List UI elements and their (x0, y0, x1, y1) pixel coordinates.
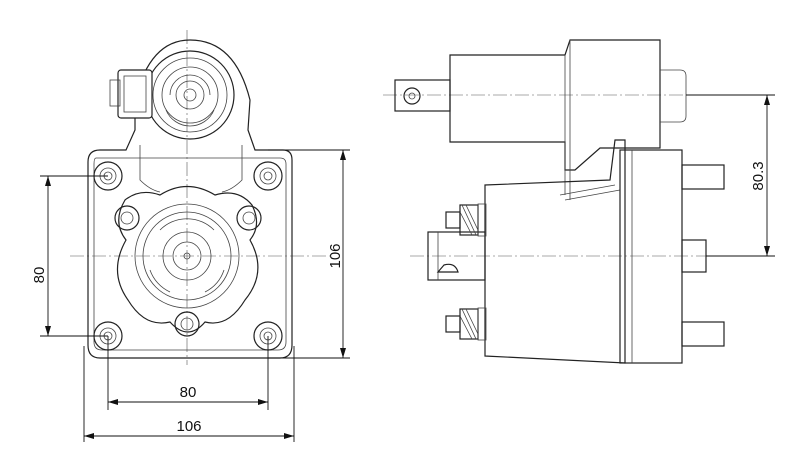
central-flange (116, 185, 259, 333)
motor-body (484, 139, 626, 364)
dim-label-horizontal-outer: 106 (176, 418, 201, 435)
terminal-nut-lower (445, 307, 487, 341)
dimension-front-horizontal-inner: 80 (107, 336, 269, 410)
dim-label-side-offset: 80.3 (750, 161, 767, 190)
front-view (70, 30, 330, 365)
dim-label-horizontal-inner: 80 (180, 384, 197, 401)
rear-pin-lower (681, 321, 725, 347)
front-body-outline (87, 39, 293, 359)
dim-label-vertical-outer: 106 (327, 243, 344, 268)
rear-pin-upper (681, 164, 725, 190)
dimension-front-vertical-outer: 106 (268, 149, 350, 359)
dimension-side-offset: 80.3 (686, 94, 775, 257)
side-view (383, 39, 725, 364)
flange-screw-left (114, 205, 140, 231)
dimension-front-vertical-inner: 80 (31, 175, 108, 337)
mount-hole-top-right (253, 161, 283, 191)
front-spindle (427, 231, 486, 281)
terminal-nut-upper (445, 203, 487, 237)
output-shaft (394, 79, 451, 112)
upper-housing (449, 39, 661, 171)
mounting-flange (619, 149, 683, 364)
side-connector (117, 69, 153, 119)
dim-label-vertical-inner: 80 (31, 267, 48, 284)
flange-screw-right (236, 205, 262, 231)
flange-screw-bottom (174, 311, 200, 337)
dimension-front-horizontal-outer: 106 (83, 346, 295, 442)
